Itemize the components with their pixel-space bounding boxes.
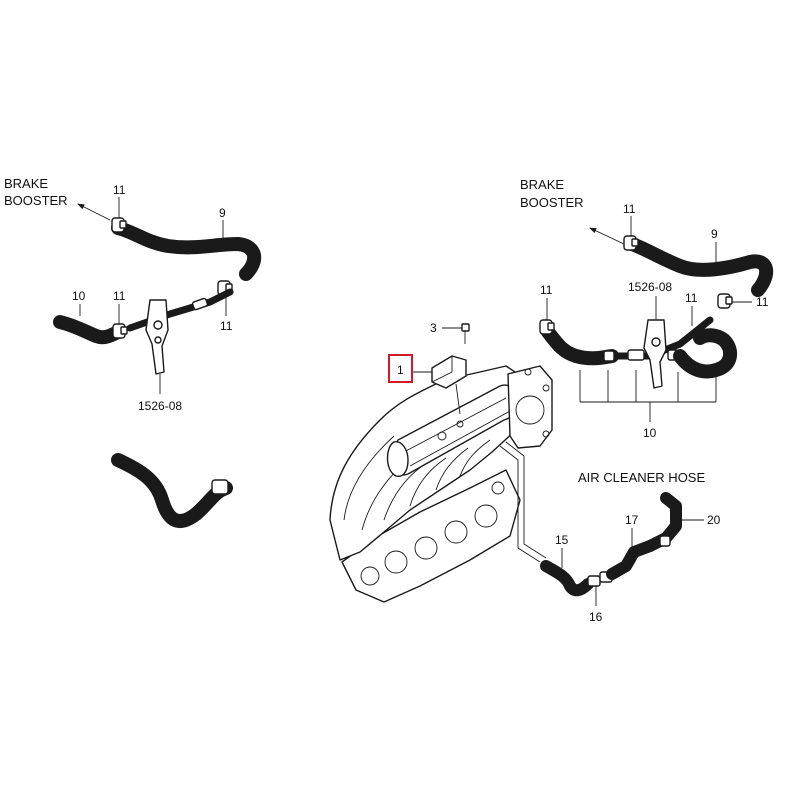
left-check-valve-pipe xyxy=(126,288,234,332)
right-callout-10-bracket xyxy=(579,370,717,422)
left-brake-booster-arrow xyxy=(77,203,111,221)
left-bracket-1526-08 xyxy=(145,299,169,375)
right-hose-9 xyxy=(625,237,774,297)
hose-17 xyxy=(606,540,656,580)
right-clamp-11-far xyxy=(717,293,733,309)
left-clamp-11-top xyxy=(111,217,127,233)
right-callout-11-left: 11 xyxy=(540,283,553,297)
map-sensor-part-1 xyxy=(412,355,467,415)
left-callout-9: 9 xyxy=(219,206,226,220)
left-hose-10 xyxy=(53,315,125,345)
right-bracket-1526-08 xyxy=(643,319,667,389)
left-brake-booster-label-line1: BRAKE xyxy=(4,176,48,191)
left-brake-booster-label-line2: BOOSTER xyxy=(4,193,68,208)
left-callout-1526-08: 1526-08 xyxy=(138,399,182,413)
pcv-pipe xyxy=(499,445,541,563)
left-hose-9 xyxy=(111,221,262,281)
left-brake-booster-assembly: BRAKE BOOSTER xyxy=(4,176,262,528)
callout-20: 20 xyxy=(707,513,721,527)
right-brake-booster-label-line2: BOOSTER xyxy=(520,195,584,210)
left-clamp-11-mid xyxy=(112,323,128,339)
callout-16: 16 xyxy=(589,610,603,624)
right-callout-10: 10 xyxy=(643,426,657,440)
right-brake-booster-assembly: BRAKE BOOSTER xyxy=(520,177,774,440)
left-callout-11-top: 11 xyxy=(113,183,126,197)
callout-17: 17 xyxy=(625,513,639,527)
callout-15: 15 xyxy=(555,533,569,547)
left-callout-11-mid: 11 xyxy=(113,289,126,303)
bolt-part-3: 3 xyxy=(430,321,470,344)
left-callout-10: 10 xyxy=(72,289,86,303)
hose-20 xyxy=(644,492,682,552)
hose-15 xyxy=(540,560,594,597)
left-lower-hose xyxy=(111,453,233,528)
intake-manifold xyxy=(329,365,553,603)
right-brake-booster-arrow xyxy=(589,227,625,245)
right-brake-booster-label-line1: BRAKE xyxy=(520,177,564,192)
right-clamp-11-left xyxy=(539,319,555,335)
right-callout-11-top: 11 xyxy=(623,202,636,216)
left-callout-11-right: 11 xyxy=(220,319,233,333)
right-callout-11-mid: 11 xyxy=(685,291,698,305)
right-callout-9: 9 xyxy=(711,227,718,241)
highlight-box-part-1: 1 xyxy=(388,354,413,383)
right-clamp-11-top xyxy=(623,235,639,251)
air-cleaner-hose-section: AIR CLEANER HOSE 15 17 20 xyxy=(499,441,721,624)
callout-3: 3 xyxy=(430,321,437,335)
callout-1: 1 xyxy=(397,363,404,377)
right-lower-hose-loop xyxy=(673,328,738,379)
right-hose-manifold xyxy=(541,325,619,366)
right-callout-1526-08: 1526-08 xyxy=(628,280,672,294)
right-callout-11-far: 11 xyxy=(756,295,769,309)
air-cleaner-hose-label: AIR CLEANER HOSE xyxy=(578,470,705,485)
